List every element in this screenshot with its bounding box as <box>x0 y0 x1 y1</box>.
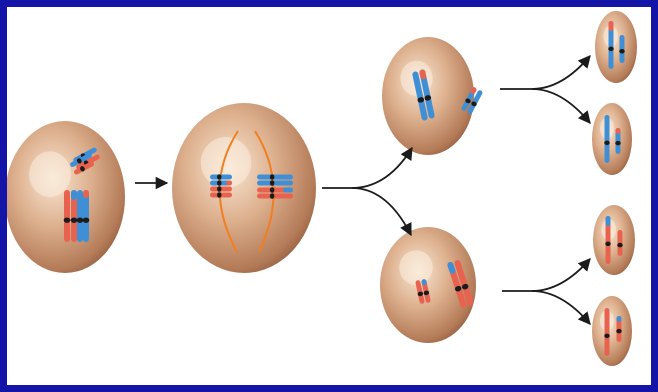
chromosome-icon <box>617 230 623 256</box>
daughter-cell-bottom <box>380 227 476 343</box>
branching-arrow-icon <box>500 56 590 89</box>
chromosome-icon <box>257 174 293 180</box>
parent-cell-highlight <box>29 151 71 197</box>
gamete-3-membrane <box>593 205 635 275</box>
metaphase-cell-membrane <box>172 103 316 273</box>
gamete-4 <box>592 296 632 366</box>
chromosome-icon <box>210 174 232 180</box>
chromosome-icon <box>210 186 232 192</box>
gamete-4-membrane <box>592 296 632 366</box>
chromosome-icon <box>257 187 293 193</box>
chromosome-icon <box>83 190 90 242</box>
parent-cell <box>7 121 125 273</box>
branching-arrow-icon <box>352 188 411 235</box>
chromosome-icon <box>210 192 232 198</box>
chromosome-icon <box>77 190 84 242</box>
daughter-cell-top <box>382 37 484 155</box>
branching-arrow-icon <box>532 291 590 324</box>
gamete-2 <box>592 103 632 175</box>
gamete-1 <box>595 11 637 83</box>
chromosome-icon <box>257 193 293 199</box>
chromosome-icon <box>615 128 621 154</box>
gamete-2-membrane <box>592 103 632 175</box>
daughter-cell-bottom-highlight <box>399 250 433 285</box>
metaphase-cell <box>172 103 316 273</box>
branching-arrow-icon <box>502 259 590 291</box>
chromosome-icon <box>257 180 293 186</box>
meiosis-diagram <box>7 7 651 385</box>
gamete-1-membrane <box>595 11 637 83</box>
branching-arrow-icon <box>532 89 590 123</box>
chromosome-icon <box>619 35 625 63</box>
chromosome-icon <box>616 316 622 342</box>
chromosome-icon <box>604 308 610 356</box>
chromosome-icon <box>605 216 611 264</box>
chromosome-icon <box>604 115 610 163</box>
chromosome-icon <box>71 190 78 242</box>
branching-arrow-icon <box>322 148 412 188</box>
chromosome-icon <box>608 21 614 69</box>
chromosome-icon <box>64 190 71 242</box>
gamete-3 <box>593 205 635 275</box>
chromosome-icon <box>210 180 232 186</box>
metaphase-cell-highlight <box>201 137 251 188</box>
